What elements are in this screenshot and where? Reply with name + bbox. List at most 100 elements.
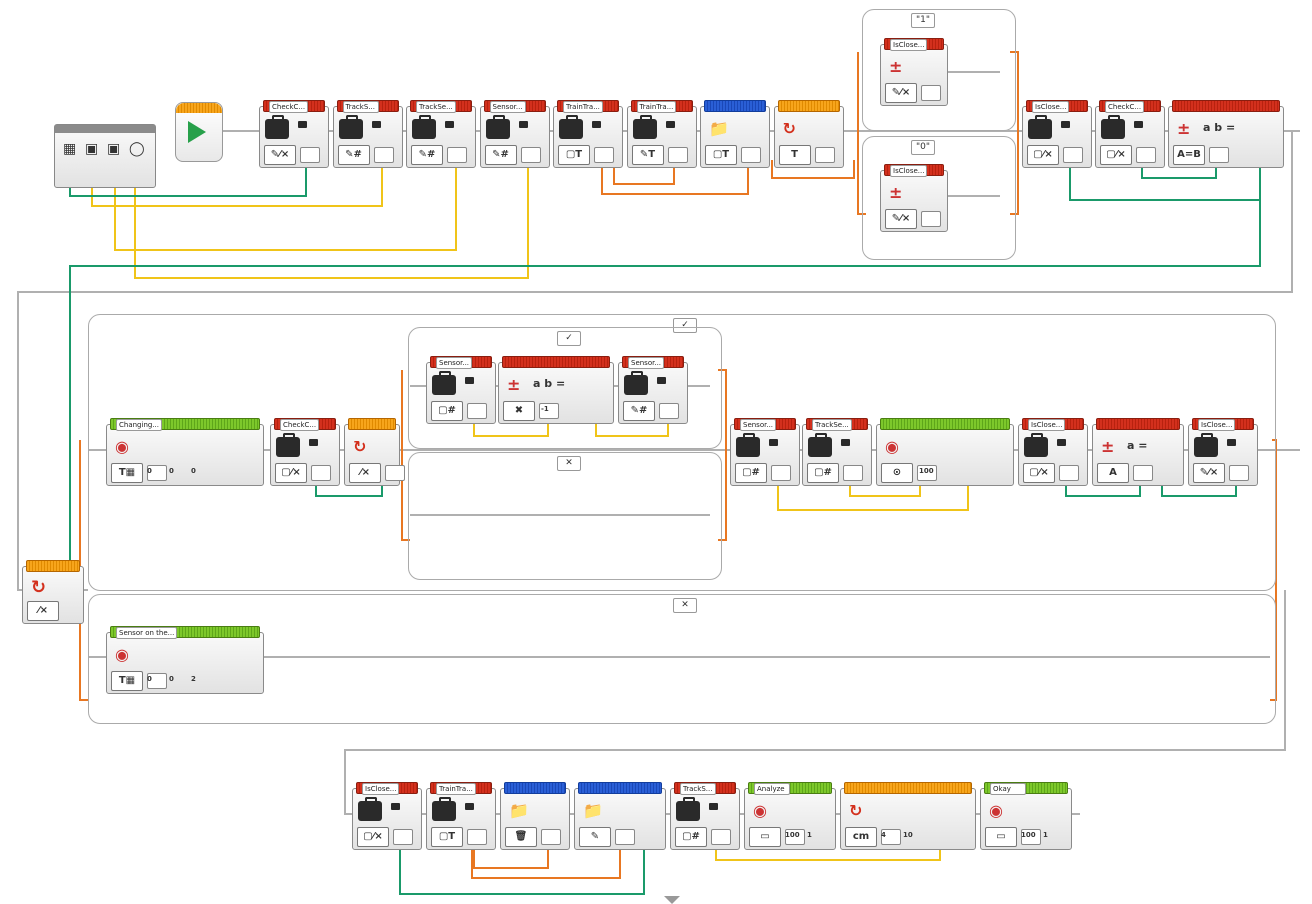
- mode-selector[interactable]: ✖: [503, 401, 535, 421]
- mode-selector[interactable]: ▭: [749, 827, 781, 847]
- mode-selector[interactable]: 🗑: [505, 827, 537, 847]
- mode-selector[interactable]: ▢⁄×: [275, 463, 307, 483]
- mode-selector[interactable]: ▢⁄×: [1023, 463, 1055, 483]
- mode-selector[interactable]: ▢T: [705, 145, 737, 165]
- block-label[interactable]: Sensor on the...: [116, 627, 178, 639]
- inner-switch-true[interactable]: ✓: [408, 327, 722, 449]
- mode-selector[interactable]: A=B: [1173, 145, 1205, 165]
- programming-block[interactable]: TrainTra...✎T: [626, 100, 697, 168]
- block-label[interactable]: Analyze: [754, 783, 790, 795]
- output-plug[interactable]: [881, 829, 901, 845]
- programming-block[interactable]: IsClose...▢⁄×: [352, 782, 422, 850]
- programming-block[interactable]: 📁🗑: [500, 782, 570, 850]
- mode-selector[interactable]: ▢T: [431, 827, 463, 847]
- output-plug[interactable]: [921, 211, 941, 227]
- mode-selector[interactable]: ✎#: [411, 145, 443, 165]
- scroll-down-icon[interactable]: [664, 896, 680, 904]
- mode-selector[interactable]: T: [778, 145, 811, 165]
- start-block[interactable]: [175, 102, 223, 162]
- block-label[interactable]: TrainTra...: [436, 783, 476, 795]
- parameter-value[interactable]: 0: [169, 467, 174, 475]
- block-label[interactable]: CheckC...: [269, 101, 309, 113]
- output-plug[interactable]: [814, 147, 835, 163]
- programming-block[interactable]: ±a b =✖-1: [498, 356, 614, 424]
- mode-selector[interactable]: ▭: [985, 827, 1017, 847]
- output-plug[interactable]: [667, 147, 688, 163]
- programming-block[interactable]: Sensor...▢#: [426, 356, 496, 424]
- block-label[interactable]: Okay: [990, 783, 1026, 795]
- block-label[interactable]: Changing...: [116, 419, 162, 431]
- parameter-value[interactable]: 0: [169, 675, 174, 683]
- loop-mode[interactable]: ⁄×: [27, 601, 59, 621]
- programming-block[interactable]: IsClose...±✎⁄×: [880, 38, 948, 106]
- inner-switch-false[interactable]: ✕: [408, 452, 722, 580]
- output-plug[interactable]: [594, 147, 614, 163]
- mode-selector[interactable]: ▢#: [431, 401, 463, 421]
- mode-selector[interactable]: ✎#: [623, 401, 655, 421]
- programming-block[interactable]: TrackS... ✎#: [332, 100, 403, 168]
- parameter-value[interactable]: 4: [881, 831, 886, 839]
- output-plug[interactable]: [771, 465, 791, 481]
- output-plug[interactable]: [785, 829, 805, 845]
- output-plug[interactable]: [1136, 147, 1156, 163]
- output-plug[interactable]: [711, 829, 731, 845]
- parameter-value[interactable]: 1: [1043, 831, 1048, 839]
- programming-block[interactable]: TrackSe... ✎#: [406, 100, 476, 168]
- programming-block[interactable]: IsClose...±✎⁄×: [880, 164, 948, 232]
- block-label[interactable]: TrackS...: [342, 101, 379, 113]
- output-plug[interactable]: [393, 829, 413, 845]
- output-plug[interactable]: [541, 829, 561, 845]
- mode-selector[interactable]: ▢#: [807, 463, 839, 483]
- output-plug[interactable]: [311, 465, 331, 481]
- output-plug[interactable]: [1059, 465, 1079, 481]
- output-plug[interactable]: [1133, 465, 1153, 481]
- case-label[interactable]: "1": [911, 13, 935, 28]
- programming-block[interactable]: TrackS...▢#: [670, 782, 740, 850]
- block-label[interactable]: IsClose...: [890, 165, 928, 177]
- programming-block[interactable]: ◉⊙100: [876, 418, 1014, 486]
- output-plug[interactable]: [615, 829, 635, 845]
- programming-block[interactable]: Sensor...▢#: [730, 418, 800, 486]
- programming-block[interactable]: IsClose...▢⁄×: [1018, 418, 1088, 486]
- programming-block[interactable]: ±a =A: [1092, 418, 1184, 486]
- parameter-value[interactable]: 10: [903, 831, 913, 839]
- output-plug[interactable]: [741, 147, 761, 163]
- output-plug[interactable]: [1021, 829, 1041, 845]
- parameter-value[interactable]: 1: [807, 831, 812, 839]
- switch-case-false-large[interactable]: ✕: [88, 594, 1276, 724]
- output-plug[interactable]: [300, 147, 320, 163]
- programming-block[interactable]: CheckC...✎⁄×: [259, 100, 329, 168]
- mode-selector[interactable]: ⊙: [881, 463, 913, 483]
- block-label[interactable]: Sensor...: [740, 419, 777, 431]
- output-plug[interactable]: [147, 465, 167, 481]
- block-label[interactable]: Sensor...: [628, 357, 665, 369]
- block-label[interactable]: TrackSe...: [416, 101, 456, 113]
- mode-selector[interactable]: ✎#: [337, 145, 370, 165]
- output-plug[interactable]: [373, 147, 394, 163]
- mode-selector[interactable]: ▢⁄×: [357, 827, 389, 847]
- programming-block[interactable]: Sensor...✎#: [479, 100, 550, 168]
- programming-block[interactable]: TrainTra... ▢T: [426, 782, 496, 850]
- output-plug[interactable]: [917, 465, 937, 481]
- programming-block[interactable]: 📁✎: [574, 782, 666, 850]
- parameter-value[interactable]: -1: [541, 405, 549, 413]
- block-label[interactable]: Sensor...: [489, 101, 526, 113]
- programming-block[interactable]: Sensor... ✎#: [618, 356, 688, 424]
- switch-case-true[interactable]: "1": [862, 9, 1016, 131]
- loop-block[interactable]: ↻ ⁄×: [22, 560, 84, 624]
- parameter-value[interactable]: 100: [785, 831, 800, 839]
- mode-selector[interactable]: ▢T: [558, 145, 590, 165]
- mode-selector[interactable]: ✎⁄×: [1193, 463, 1225, 483]
- output-plug[interactable]: [385, 465, 405, 481]
- block-label[interactable]: CheckC...: [280, 419, 320, 431]
- programming-block[interactable]: ↻T: [773, 100, 844, 168]
- mode-selector[interactable]: ▢⁄×: [1027, 145, 1059, 165]
- block-label[interactable]: TrainTra...: [636, 101, 677, 113]
- programming-block[interactable]: ±a b =A=B: [1168, 100, 1284, 168]
- parameter-value[interactable]: 2: [191, 675, 196, 683]
- block-label[interactable]: IsClose...: [1198, 419, 1236, 431]
- output-plug[interactable]: [921, 85, 941, 101]
